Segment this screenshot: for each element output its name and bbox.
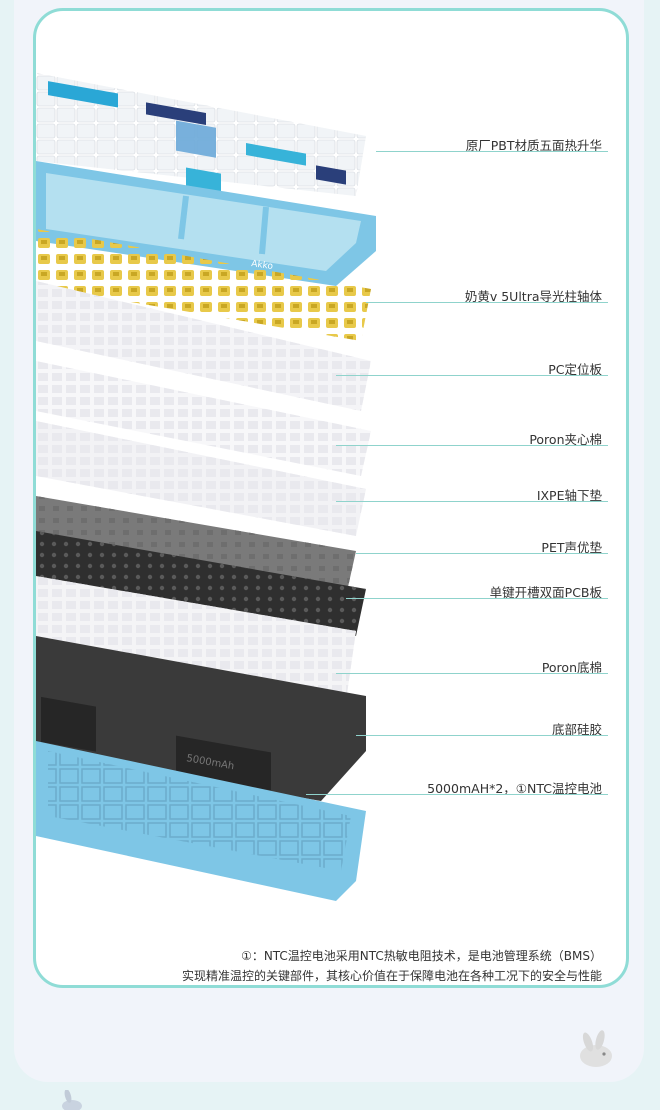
bottom-case-layer (36, 741, 366, 901)
callout-line (336, 673, 608, 674)
poron-bottom-layer (36, 576, 356, 701)
footnote-line-2: 实现精准温控的关键部件，其核心价值在于保障电池在各种工况下的安全与性能 (181, 969, 602, 983)
callout-line (376, 151, 608, 152)
top-frame: Akko (36, 161, 376, 286)
footnote-line-1: ①：NTC温控电池采用NTC热敏电阻技术，是电池管理系统（BMS） (241, 949, 602, 963)
callout-line (336, 375, 608, 376)
pcb-layer (36, 531, 366, 636)
pet-pad-layer (36, 496, 356, 596)
callout-line (336, 445, 608, 446)
switches-layer (36, 229, 371, 341)
callout-label-pcb: 单键开槽双面PCB板 (489, 585, 602, 600)
callout-line (336, 501, 608, 502)
rabbit-icon (62, 1090, 82, 1110)
callout-label-battery: 5000mAH*2，①NTC温控电池 (427, 781, 602, 796)
poron-foam-layer (36, 361, 371, 476)
rabbit-icon (580, 1030, 612, 1067)
callout-label-pet-pad: PET声优垫 (541, 540, 602, 555)
callout-label-switches: 奶黄v 5Ultra导光柱轴体 (464, 289, 602, 304)
pc-plate-layer (36, 281, 371, 411)
callout-label-pbt-keycaps: 原厂PBT材质五面热升华 (465, 138, 602, 153)
callout-label-pc-plate: PC定位板 (548, 362, 602, 377)
callout-label-ixpe-pad: IXPE轴下垫 (536, 488, 602, 503)
callout-line (356, 735, 608, 736)
callout-line (306, 794, 608, 795)
layer-breakdown-panel: Akko (33, 8, 629, 988)
callout-label-silicone-pad: 底部硅胶 (551, 722, 602, 737)
callout-line (346, 598, 608, 599)
callout-line (356, 553, 608, 554)
ixpe-pad-layer (36, 421, 366, 536)
callout-label-poron-bottom: Poron底棉 (541, 660, 602, 675)
keyboard-exploded-view: Akko (36, 73, 376, 901)
callout-label-poron-foam: Poron夹心棉 (529, 432, 602, 447)
callout-line (366, 302, 608, 303)
keycaps-layer (36, 73, 366, 196)
